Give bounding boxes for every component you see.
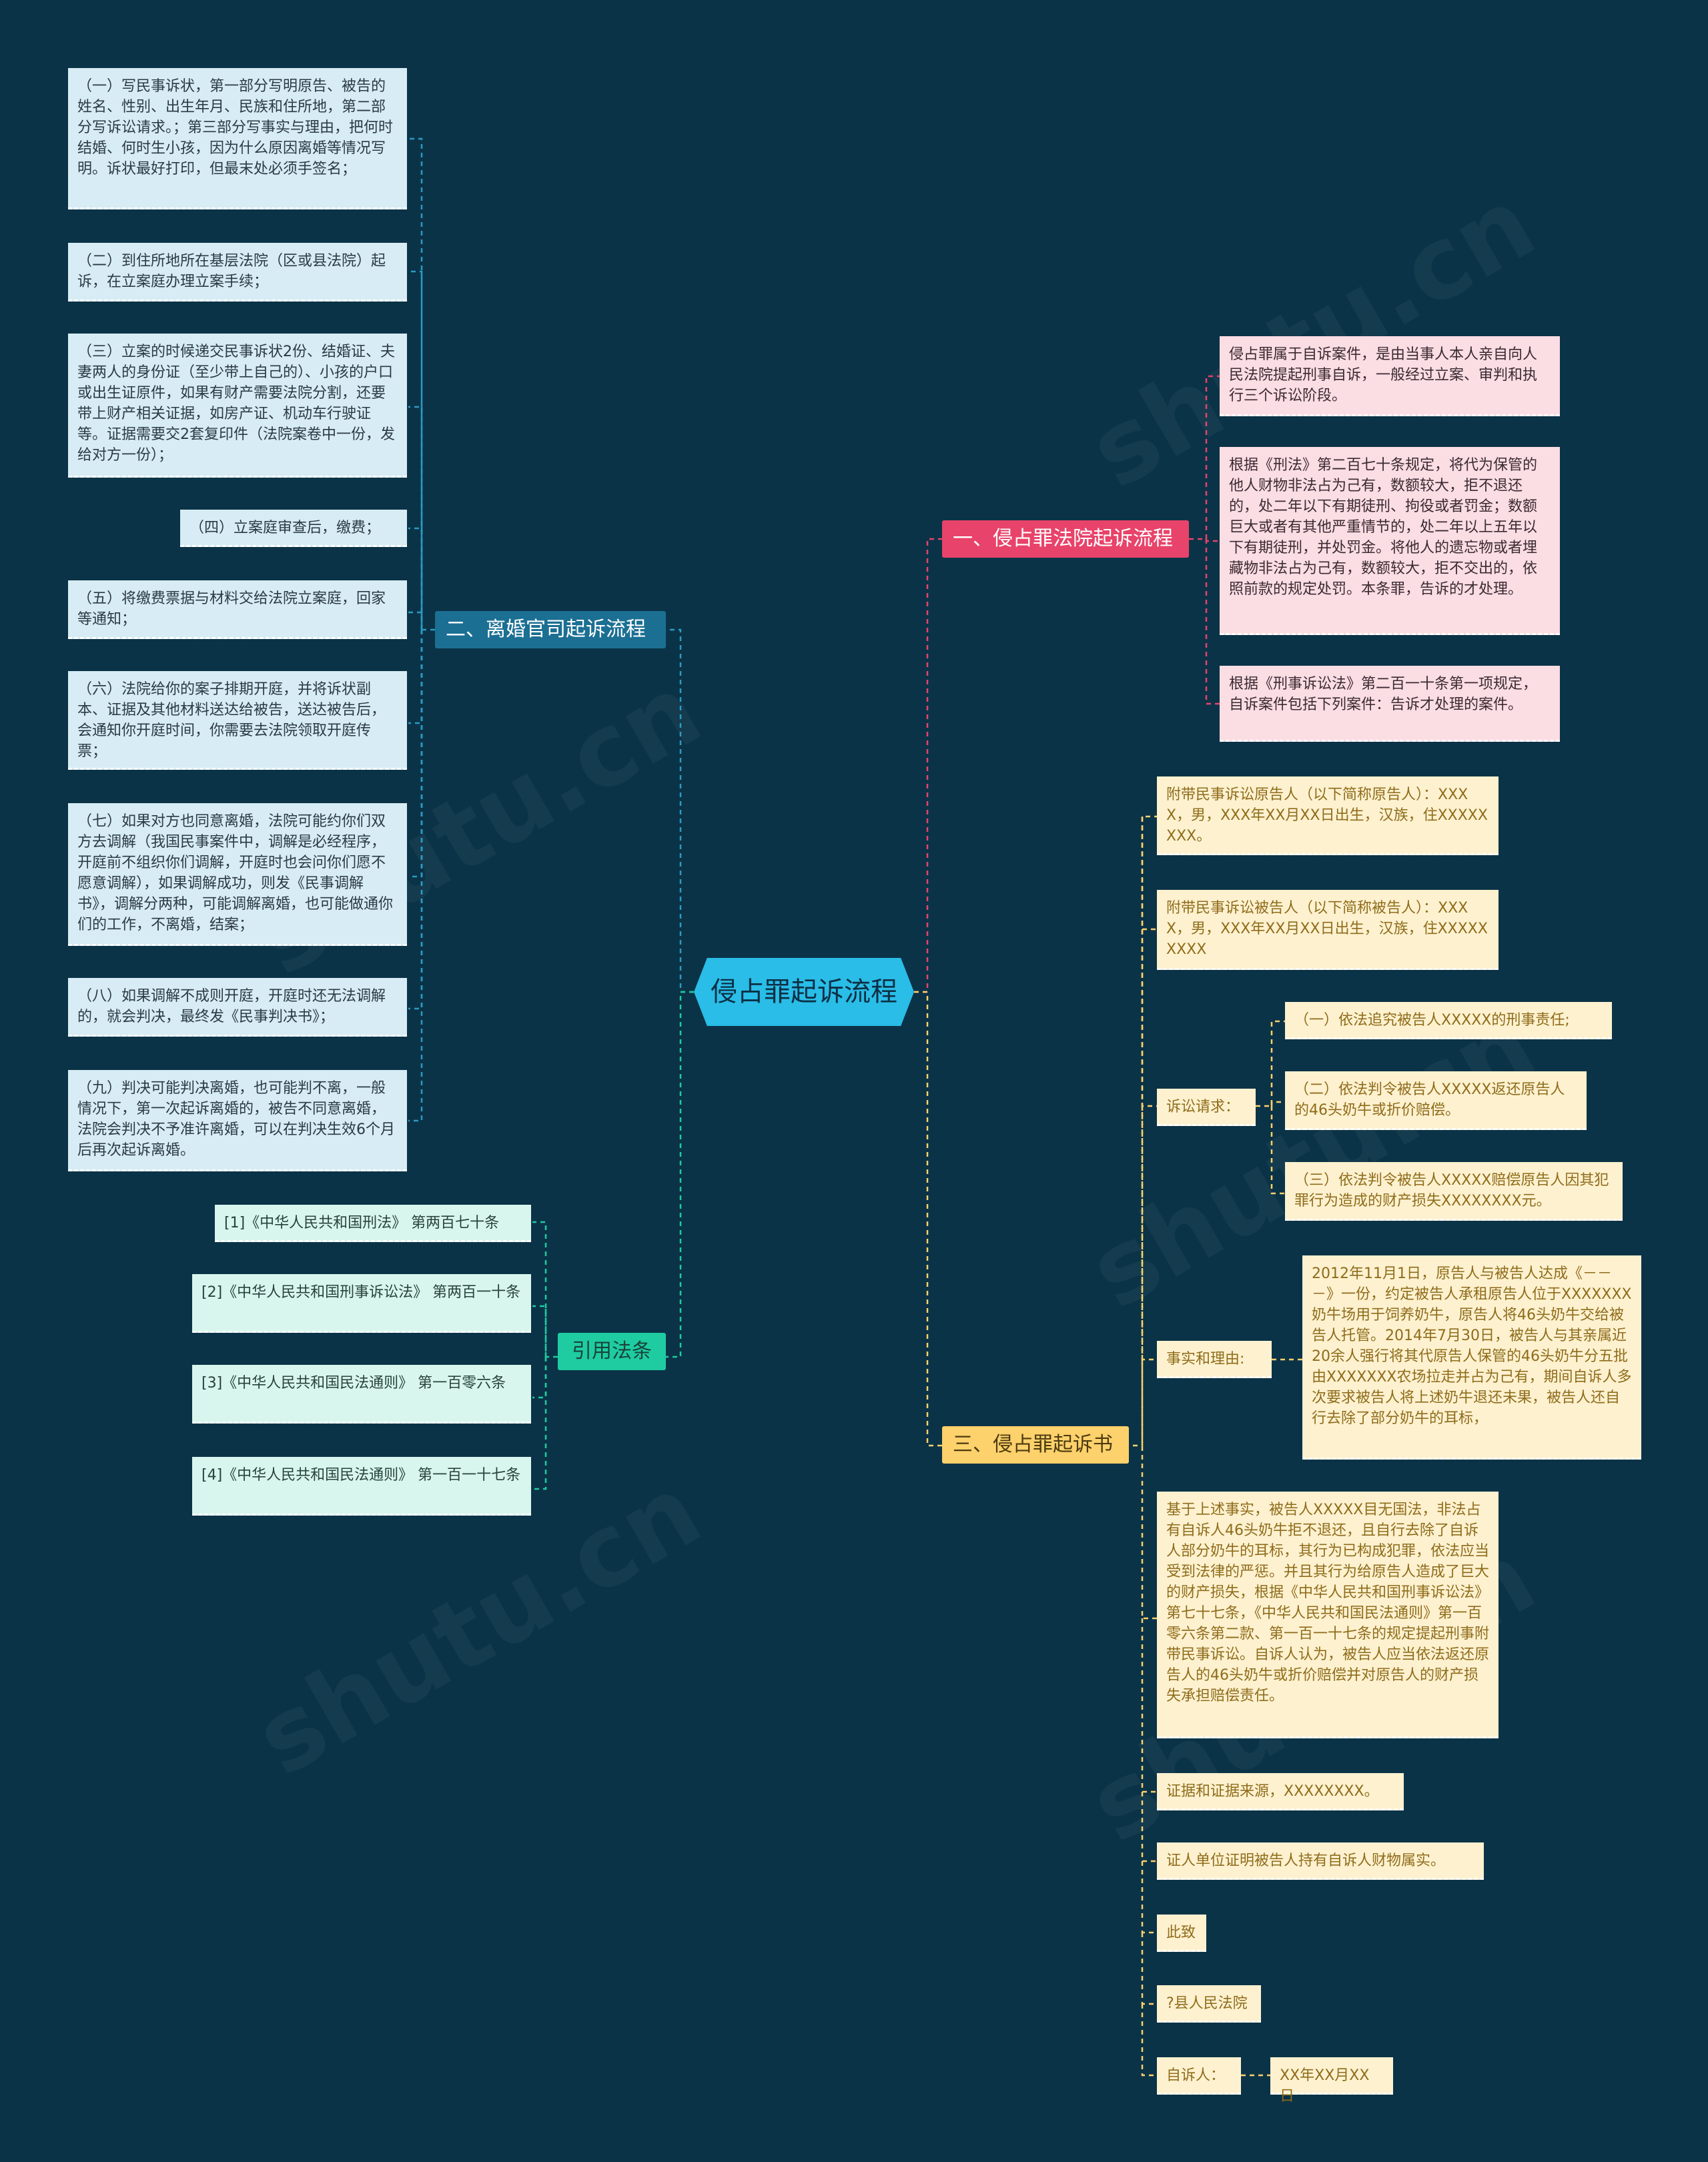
plaintiff-info: 附带民事诉讼原告人（以下简称原告人）：XXXX，男，XXX年XX月XX日出生，汉… — [1157, 776, 1499, 855]
branch1-item-3: 根据《刑事诉讼法》第二百一十条第一项规定，自诉案件包括下列案件：告诉才处理的案件… — [1220, 666, 1560, 742]
witness-item: 证人单位证明被告人持有自诉人财物属实。 — [1157, 1842, 1484, 1880]
evidence-item: 证据和证据来源，XXXXXXXX。 — [1157, 1773, 1404, 1810]
claim-3: （三）依法判令被告人XXXXX赔偿原告人因其犯罪行为造成的财产损失XXXXXXX… — [1285, 1162, 1623, 1221]
branch-prosecution-procedure[interactable]: 一、侵占罪法院起诉流程 — [942, 520, 1189, 558]
connector-center-branch1 — [914, 538, 942, 993]
claim-2: （二）依法判令被告人XXXXX返还原告人的46头奶牛或折价赔偿。 — [1285, 1071, 1587, 1130]
center-topic[interactable]: 侵占罪起诉流程 — [694, 958, 914, 1026]
branch2-item-6: （六）法院给你的案子排期开庭，并将诉状副本、证据及其他材料送达给被告，送达被告后… — [68, 671, 407, 770]
branch2-item-1: （一）写民事诉状，第一部分写明原告、被告的姓名、性别、出生年月、民族和住所地，第… — [68, 68, 407, 209]
claim-1: （一）依法追究被告人XXXXX的刑事责任; — [1285, 1002, 1612, 1039]
branch2-item-9: （九）判决可能判决离婚，也可能判不离，一般情况下，第一次起诉离婚的，被告不同意离… — [68, 1070, 407, 1171]
branch2-item-8: （八）如果调解不成则开庭，开庭时还无法调解的，就会判决，最终发《民事判决书》； — [68, 978, 407, 1037]
branch2-item-5: （五）将缴费票据与材料交给法院立案庭，回家等通知； — [68, 580, 407, 639]
branch-divorce-procedure[interactable]: 二、离婚官司起诉流程 — [435, 611, 666, 648]
branch1-item-2: 根据《刑法》第二百七十条规定，将代为保管的他人财物非法占为己有，数额较大，拒不退… — [1220, 447, 1560, 635]
law-citation-1: [1]《中华人民共和国刑法》 第两百七十条 — [215, 1205, 531, 1242]
law-citation-2: [2]《中华人民共和国刑事诉讼法》 第两百一十条 — [192, 1274, 531, 1333]
salutation: 此致 — [1157, 1915, 1206, 1952]
branch-indictment[interactable]: 三、侵占罪起诉书 — [942, 1426, 1129, 1464]
sign-date: XX年XX月XX日 — [1270, 2057, 1393, 2105]
branch-cited-laws[interactable]: 引用法条 — [558, 1333, 666, 1370]
branch2-item-4: （四）立案庭审查后，缴费； — [180, 510, 407, 547]
court-name: ?县人民法院 — [1157, 1985, 1261, 2023]
branch2-item-3: （三）立案的时候递交民事诉状2份、结婚证、夫妻两人的身份证（至少带上自己的）、小… — [68, 334, 407, 478]
law-citation-4: [4]《中华人民共和国民法通则》 第一百一十七条 — [192, 1457, 531, 1516]
facts-label: 事实和理由: — [1157, 1341, 1272, 1378]
signer-label: 自诉人： — [1157, 2057, 1241, 2095]
connector-center-branch3 — [666, 991, 694, 1358]
branch2-item-2: （二）到住所地所在基层法院（区或县法院）起诉，在立案庭办理立案手续； — [68, 243, 407, 302]
defendant-info: 附带民事诉讼被告人（以下简称被告人）：XXXX，男，XXX年XX月XX日出生，汉… — [1157, 890, 1499, 970]
branch2-item-7: （七）如果对方也同意离婚，法院可能约你们双方去调解（我国民事案件中，调解是必经程… — [68, 803, 407, 946]
law-citation-3: [3]《中华人民共和国民法通则》 第一百零六条 — [192, 1365, 531, 1424]
branch1-item-1: 侵占罪属于自诉案件，是由当事人本人亲自向人民法院提起刑事自诉，一般经过立案、审判… — [1220, 336, 1560, 416]
connector-center-branch2 — [666, 628, 694, 993]
connector-center-branch4 — [914, 991, 942, 1447]
conclusion-content: 基于上述事实，被告人XXXXX目无国法，非法占有自诉人46头奶牛拒不退还，且自行… — [1157, 1492, 1499, 1738]
claims-label: 诉讼请求： — [1157, 1089, 1256, 1126]
facts-content: 2012年11月1日，原告人与被告人达成《－－－》一份，约定被告人承租原告人位于… — [1302, 1255, 1641, 1460]
